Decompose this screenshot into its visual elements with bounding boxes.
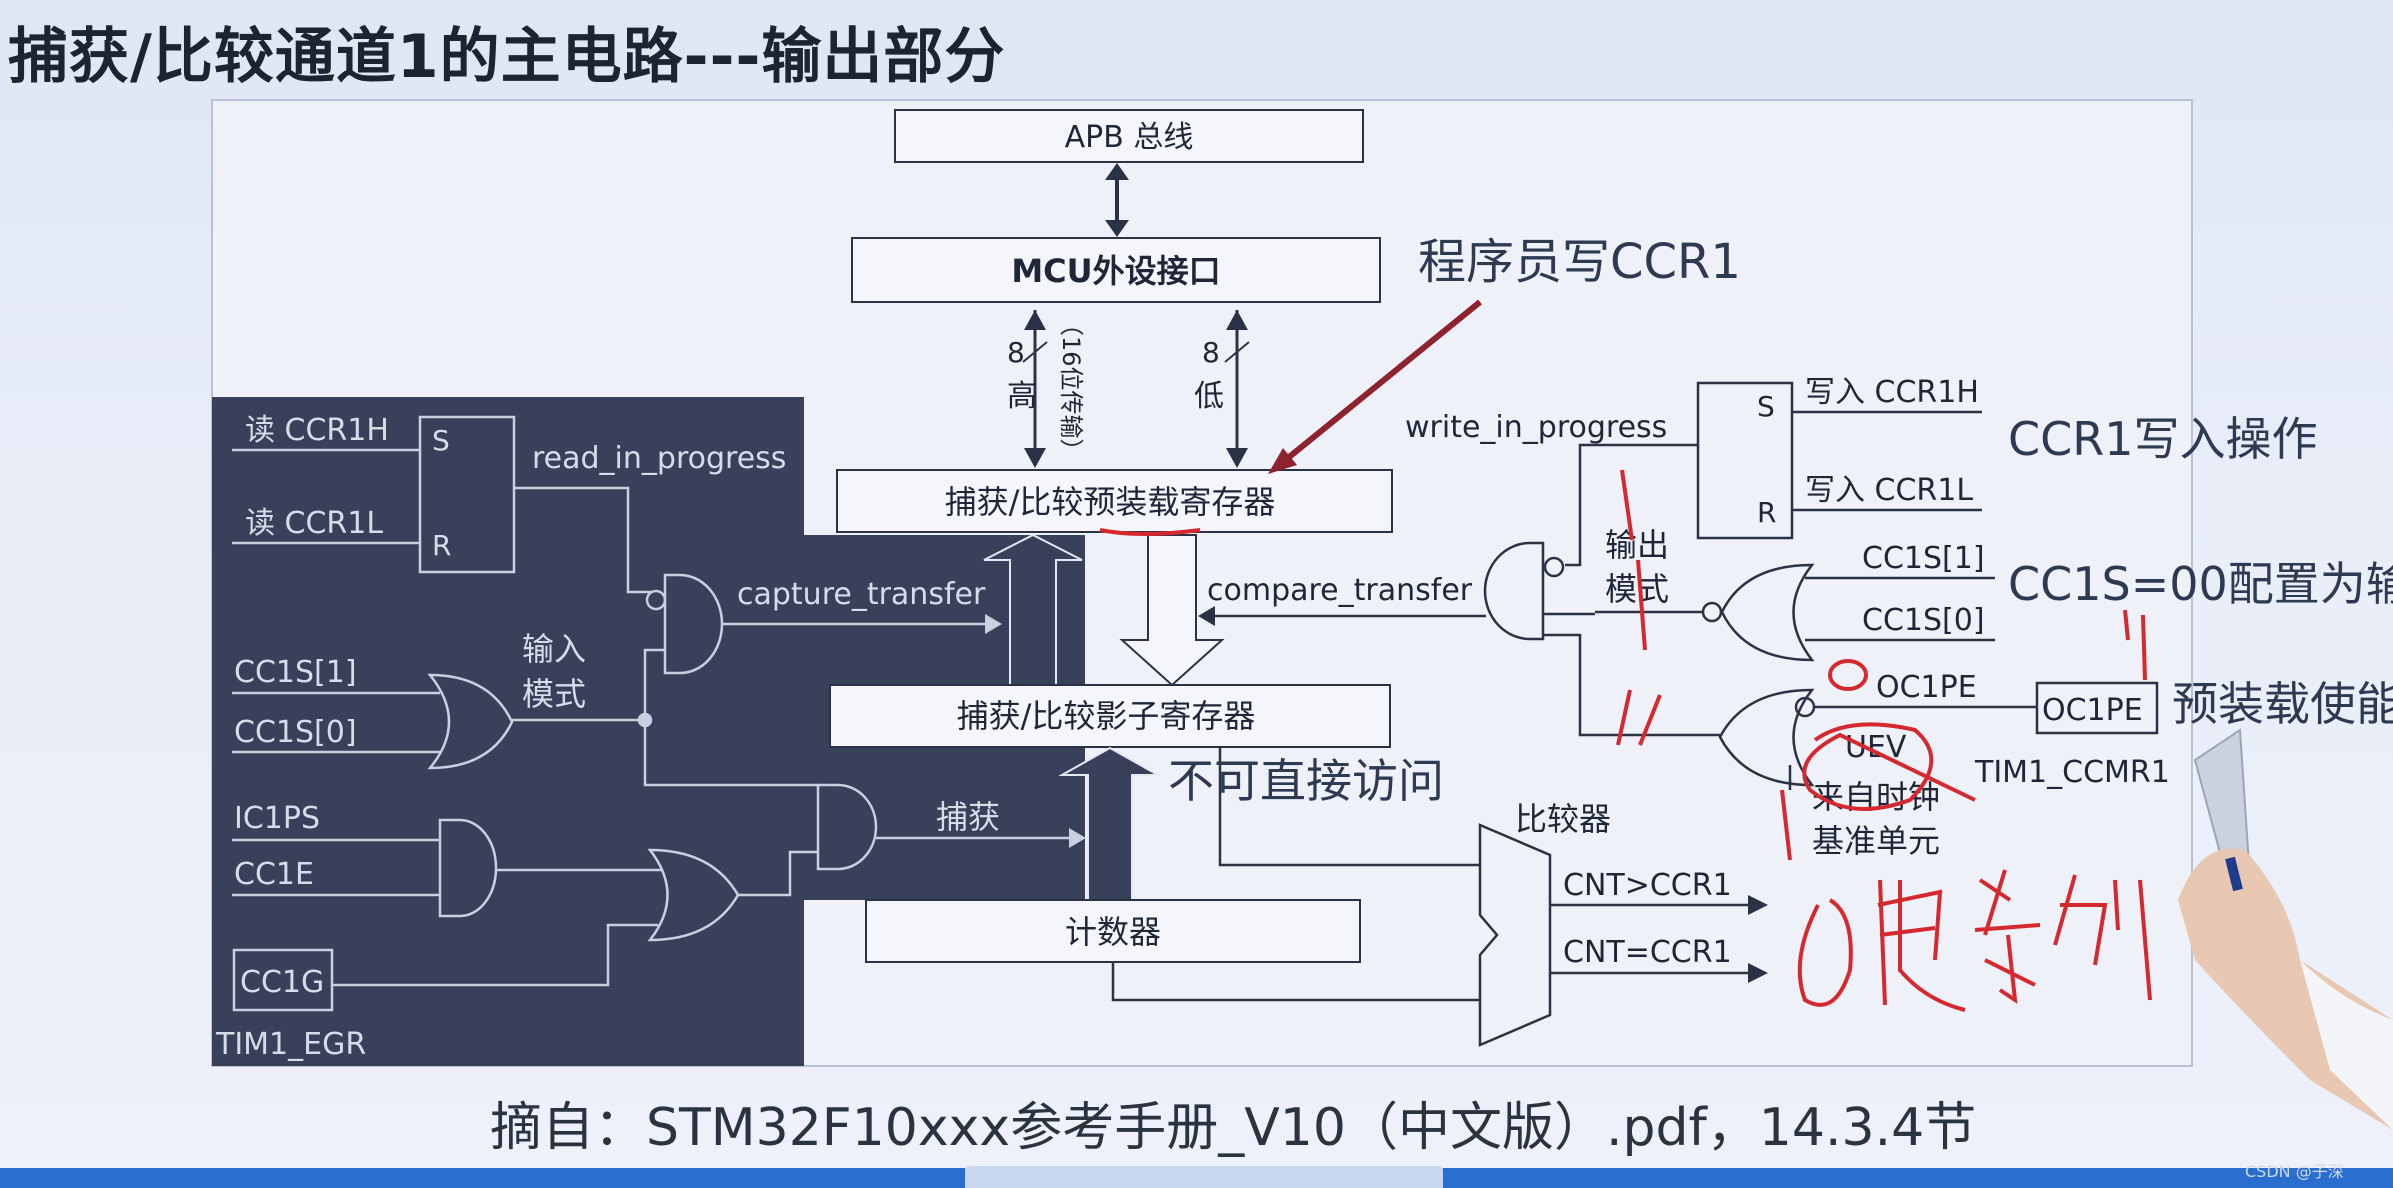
capture-label: 捕获 [936,798,1000,836]
apb-bus-label: APB 总线 [1065,120,1194,155]
write-sr-s: S [1757,390,1775,423]
output-mode-nor-gate [1720,563,1815,662]
capture-transfer-label: capture_transfer [737,577,986,612]
read-ccr1l-label: 读 CCR1L [245,506,383,541]
read-sr-s: S [432,424,450,457]
oc1pe-signal-label: OC1PE [1876,670,1977,705]
output-mode-label-1: 输出 [1605,526,1669,564]
capture-logic [232,415,1082,1012]
preload-enable-annotation: 预装载使能 [2172,677,2393,731]
ic1ps-cc1e-and-gate [438,818,498,918]
bus-width-high: 8 [1007,336,1025,369]
bus-low-label: 低 [1194,379,1224,414]
write-in-progress-label: write_in_progress [1405,410,1667,445]
write-ccr1l-label: 写入 CCR1L [1805,473,1973,508]
shadow-register-box [829,684,1391,748]
cc1e-label: CC1E [234,857,314,892]
read-in-progress-label: read_in_progress [532,441,786,476]
oc1pe-box-label: OC1PE [2042,693,2143,728]
tim1-ccmr1-label: TIM1_CCMR1 [1974,755,2170,790]
read-sr-latch [418,415,516,574]
mcu-interface-label: MCU外设接口 [1011,252,1220,290]
counter-label: 计数器 [1065,913,1161,951]
bottom-handle[interactable] [965,1166,1443,1188]
bus-16bit-label: （16位传输） [1057,312,1085,463]
programmer-writes-annotation: 程序员写CCR1 [1418,234,1741,290]
write-sr-latch [1696,381,1794,540]
input-mode-label-2: 模式 [522,675,586,713]
uev-label: UEV [1845,730,1907,765]
capture-transfer-and-gate [663,573,724,675]
not-direct-access-annotation: 不可直接访问 [1168,754,1444,808]
capture-source-or-gate [647,848,740,942]
source-caption: 摘自：STM32F10xxx参考手册_V10（中文版）.pdf，14.3.4节 [490,1098,1977,1158]
write-sr-r: R [1757,496,1776,529]
cc1s0-right-label: CC1S[0] [1862,603,1985,638]
output-logic [1111,381,2159,1047]
cnt-gt-label: CNT>CCR1 [1563,868,1732,903]
capture-and-gate [816,783,878,871]
preload-register-label: 捕获/比较预装载寄存器 [945,483,1276,521]
write-ccr1h-label: 写入 CCR1H [1805,375,1979,410]
preload-to-shadow-arrow [1119,534,1225,687]
cc1s0-left-label: CC1S[0] [234,715,357,750]
cnt-eq-label: CNT=CCR1 [1563,935,1732,970]
uev-oc1pe-or-gate [1718,688,1815,787]
cc1s1-left-label: CC1S[1] [234,655,357,690]
input-mode-label-1: 输入 [522,630,586,668]
cc1g-label: CC1G [240,965,324,1000]
watermark: CSDN @子深 [2245,1162,2344,1181]
compare-transfer-label: compare_transfer [1207,573,1473,608]
mcu-interface-box [851,237,1381,303]
capture-to-preload-arrow [983,533,1083,686]
cc1s1-right-label: CC1S[1] [1862,541,1985,576]
counter-to-shadow-arrow [1058,746,1162,901]
ic1ps-label: IC1PS [234,801,320,836]
tim1-egr-label: TIM1_EGR [215,1027,366,1062]
page-title: 捕获/比较通道1的主电路---输出部分 [8,22,1006,92]
shadow-register-label: 捕获/比较影子寄存器 [957,697,1256,735]
read-ccr1h-label: 读 CCR1H [245,413,389,448]
red-pen-scribbles [1099,469,2152,1012]
bus-width-low: 8 [1202,336,1220,369]
read-sr-r: R [432,529,451,562]
apb-bus-box [894,109,1364,163]
compare-transfer-and-gate [1483,541,1545,641]
comparator-label: 比较器 [1515,800,1611,838]
capture-dark-panel [212,397,1085,1066]
bus-high-label: 高 [1007,379,1037,414]
from-timebase-label-2: 基准单元 [1812,822,1940,860]
ccr1-write-op-annotation: CCR1写入操作 [2008,412,2317,466]
counter-box [865,899,1361,963]
input-mode-or-gate [427,673,514,770]
cc1g-box [232,948,334,1012]
cc1s-config-annotation: CC1S=00配置为输 [2008,557,2393,611]
preload-register-box [836,469,1393,533]
output-mode-label-2: 模式 [1605,570,1669,608]
oc1pe-box [2035,681,2159,735]
